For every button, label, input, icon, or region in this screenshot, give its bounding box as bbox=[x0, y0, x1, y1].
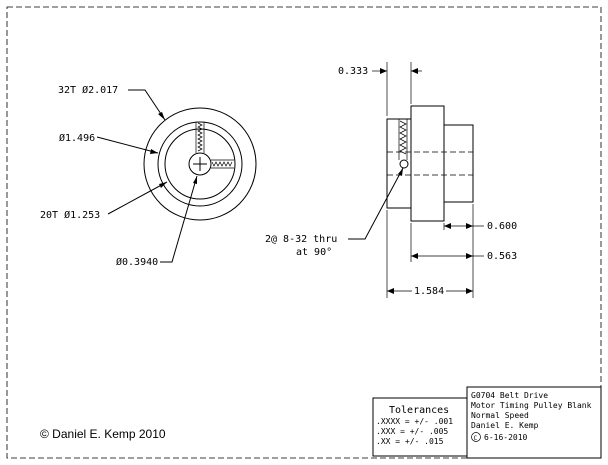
side-view: 0.333 0.600 0.563 1.584 2@ 8-32 thru at … bbox=[265, 62, 517, 298]
flange-section bbox=[410, 105, 445, 222]
drawing-border bbox=[6, 6, 602, 459]
leader-flange bbox=[96, 136, 159, 154]
hub-dia-label: 20T Ø1.253 bbox=[40, 209, 100, 221]
outer-circle-32t bbox=[143, 107, 257, 221]
dim-0333: 0.333 bbox=[338, 66, 368, 77]
title-line-2: Motor Timing Pulley Blank bbox=[471, 401, 592, 410]
tapped-hole-vertical bbox=[195, 122, 205, 153]
bore-dia-label: Ø0.3940 bbox=[116, 256, 158, 268]
leader-outer bbox=[128, 89, 166, 121]
outer-dia-label: 32T Ø2.017 bbox=[58, 84, 118, 96]
leader-hole-note bbox=[348, 167, 404, 240]
copyright-symbol-icon bbox=[471, 432, 481, 442]
pulley-section bbox=[443, 124, 474, 203]
front-view: 32T Ø2.017 Ø1.496 20T Ø1.253 Ø0.3940 bbox=[40, 84, 257, 268]
title-block: G0704 Belt Drive Motor Timing Pulley Bla… bbox=[466, 386, 602, 459]
hole-note-line1: 2@ 8-32 thru bbox=[265, 234, 337, 245]
tolerance-title: Tolerances bbox=[389, 405, 449, 416]
flange-circle bbox=[157, 121, 243, 207]
title-date: 6-16-2010 bbox=[484, 433, 528, 442]
title-line-3: Normal Speed bbox=[471, 411, 529, 420]
leader-hub bbox=[107, 181, 168, 215]
dim-0600: 0.600 bbox=[487, 221, 517, 232]
bore-circle bbox=[188, 152, 212, 176]
copyright-text: © Daniel E. Kemp 2010 bbox=[40, 427, 166, 441]
tolerance-row: .XXXX = +/- .001 bbox=[376, 417, 453, 426]
dim-1584: 1.584 bbox=[414, 286, 444, 297]
title-line-4: Daniel E. Kemp bbox=[471, 421, 539, 430]
tolerance-row: .XX = +/- .015 bbox=[376, 437, 444, 446]
leader-bore bbox=[160, 175, 198, 263]
dim-0563: 0.563 bbox=[487, 251, 517, 262]
svg-text:C: C bbox=[474, 435, 478, 442]
flange-dia-label: Ø1.496 bbox=[59, 132, 95, 144]
tolerance-box: Tolerances .XXXX = +/- .001 .XXX = +/- .… bbox=[372, 397, 468, 457]
hole-note-line2: at 90° bbox=[296, 247, 332, 258]
tolerance-row: .XXX = +/- .005 bbox=[376, 427, 448, 436]
tapped-hole-horizontal bbox=[211, 159, 234, 169]
title-line-1: G0704 Belt Drive bbox=[471, 391, 548, 400]
hub-circle-20t bbox=[164, 128, 236, 200]
tapped-hole-end bbox=[399, 159, 409, 169]
